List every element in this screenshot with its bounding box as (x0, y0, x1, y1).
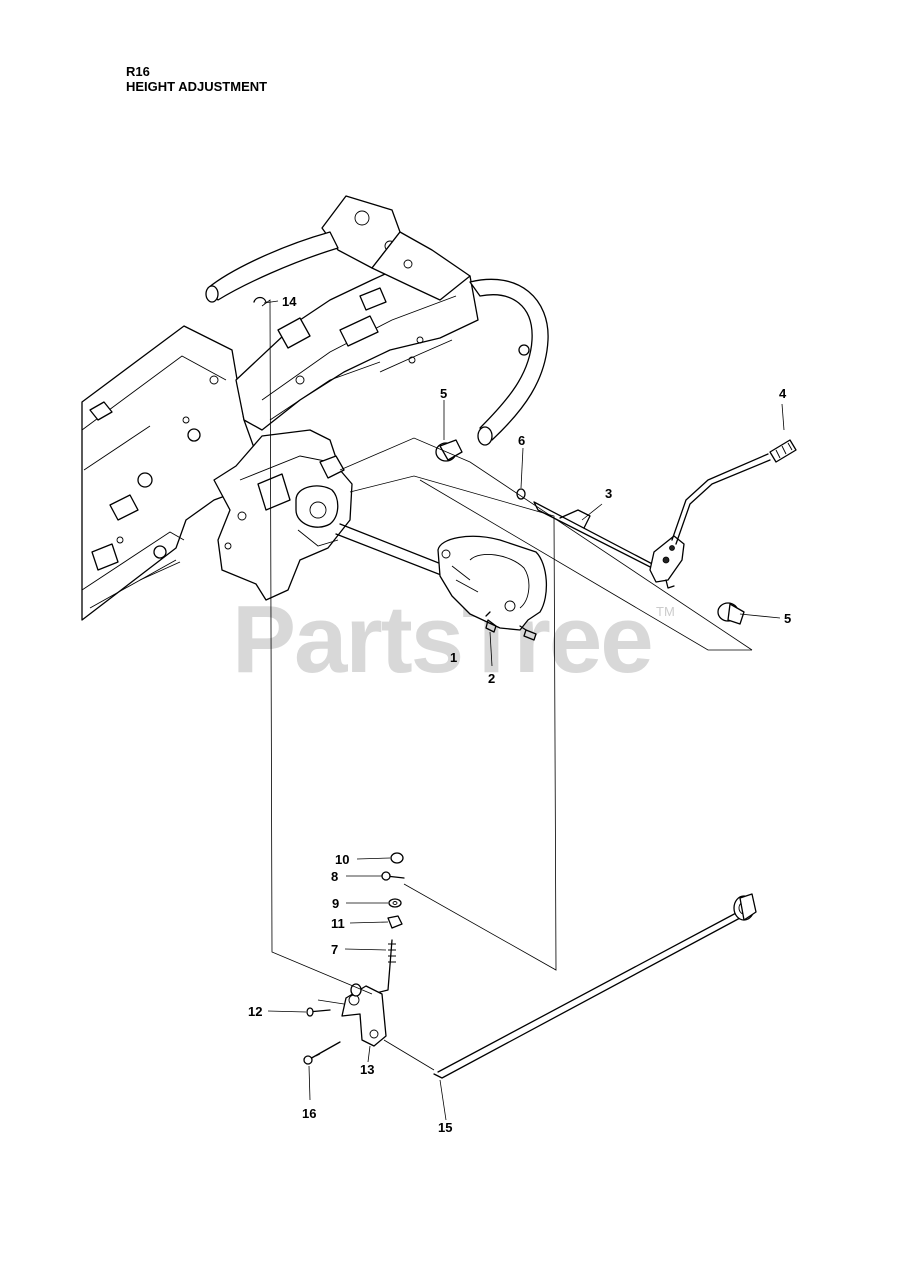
diagram-code: R16 (126, 64, 150, 79)
diagram-header: R16 HEIGHT ADJUSTMENT (126, 64, 267, 94)
part-4-lever-handle (671, 439, 797, 545)
callout-8: 8 (331, 869, 338, 884)
callout-13: 13 (360, 1062, 374, 1077)
lower-linkage (303, 852, 405, 1065)
callout-9: 9 (332, 896, 339, 911)
watermark-trademark: TM (656, 604, 675, 619)
callout-10: 10 (335, 852, 349, 867)
callout-15: 15 (438, 1120, 452, 1135)
part-14-clip (253, 296, 267, 303)
callout-1: 1 (450, 650, 457, 665)
callout-6: 6 (518, 433, 525, 448)
part-6-clip (516, 488, 526, 500)
callout-7: 7 (331, 942, 338, 957)
part-1-adjustment-plate (335, 523, 548, 631)
callout-5-lower: 5 (784, 611, 791, 626)
diagram-title: HEIGHT ADJUSTMENT (126, 79, 268, 94)
chassis-frame (81, 195, 549, 621)
callout-12: 12 (248, 1004, 262, 1019)
callout-5-upper: 5 (440, 386, 447, 401)
callout-labels: 1 2 3 4 5 5 6 7 8 9 10 11 12 13 14 15 16 (248, 294, 791, 1135)
callout-14: 14 (282, 294, 297, 309)
callout-leaders (263, 300, 785, 1121)
part-2-bolts (485, 611, 537, 641)
callout-3: 3 (605, 486, 612, 501)
callout-11: 11 (331, 916, 345, 931)
callout-16: 16 (302, 1106, 316, 1121)
watermark-text: PartsTree (232, 586, 652, 693)
callout-4: 4 (779, 386, 787, 401)
part-3-lever (533, 501, 685, 589)
part-15-link-rod (433, 893, 757, 1079)
callout-2: 2 (488, 671, 495, 686)
